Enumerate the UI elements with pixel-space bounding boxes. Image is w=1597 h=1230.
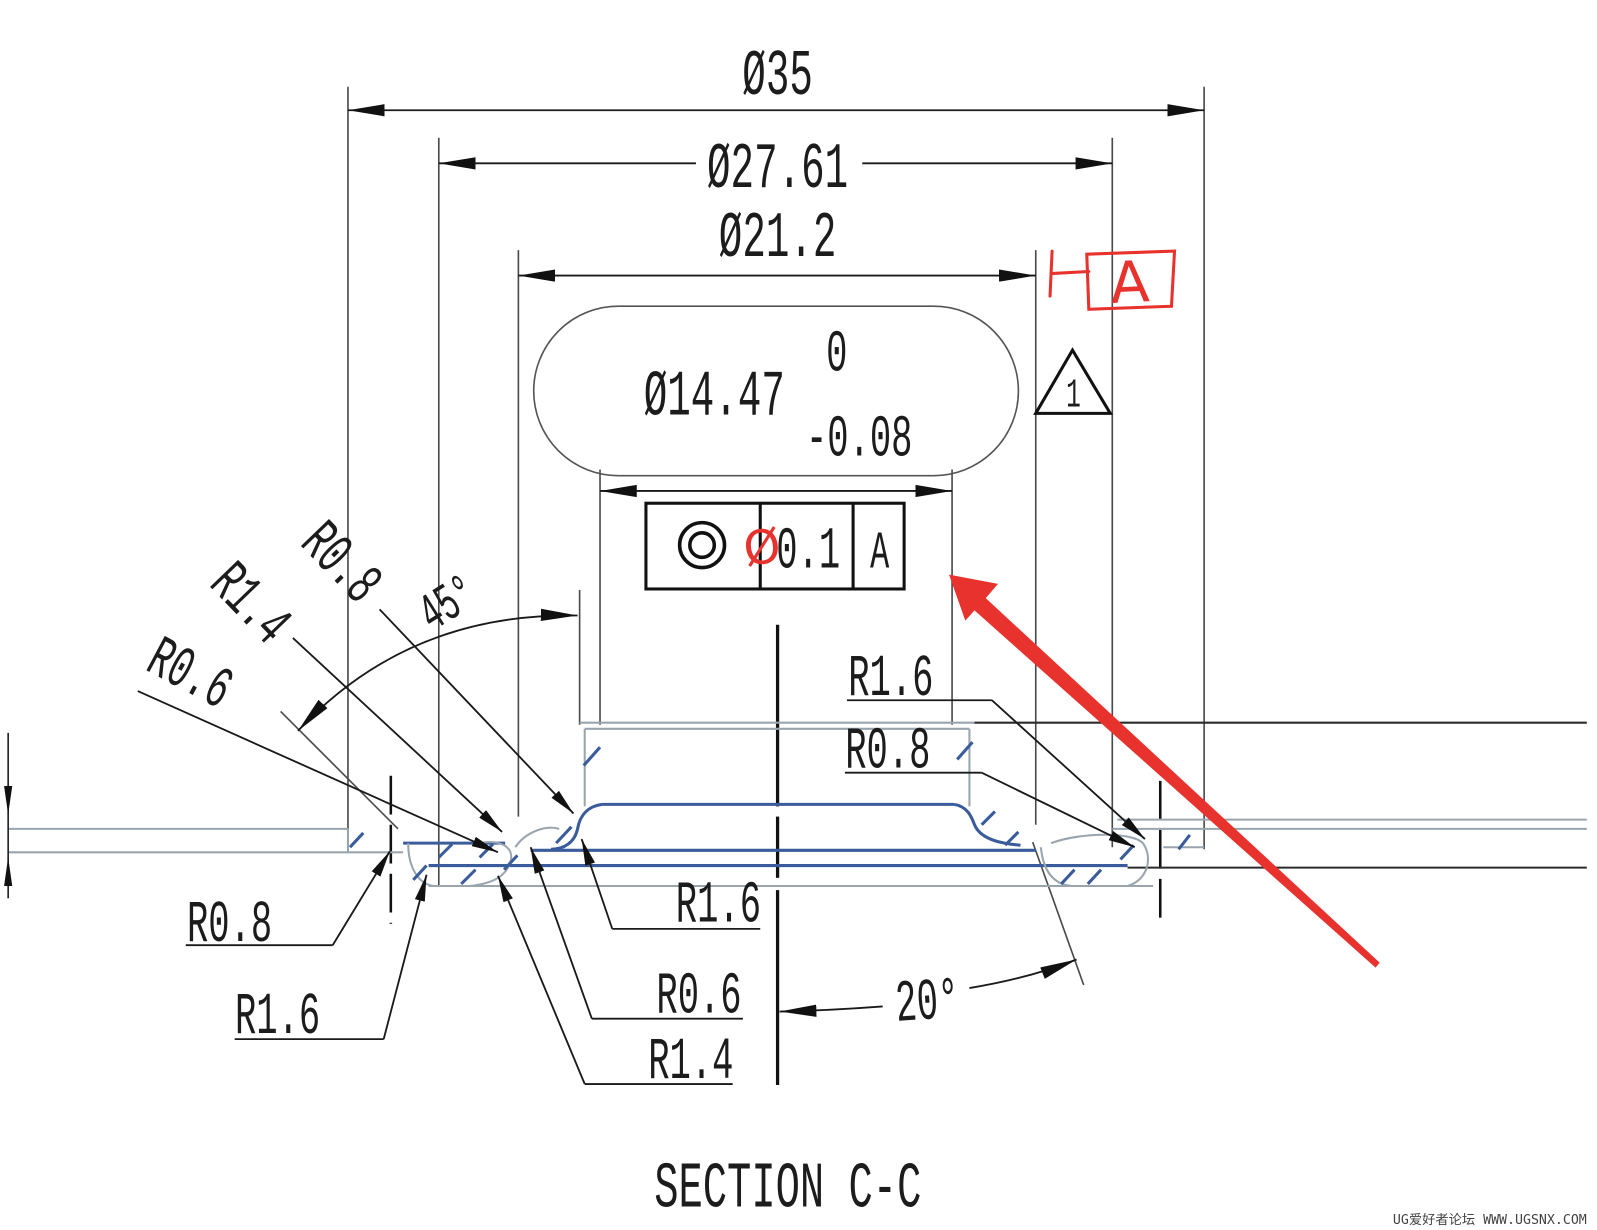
radius-label: R0.8 xyxy=(286,509,394,618)
section-label: SECTION C-C xyxy=(654,1154,921,1227)
radius-leaders xyxy=(137,608,1146,1085)
revision-number: 1 xyxy=(1066,374,1081,420)
concentricity-icon xyxy=(677,520,727,570)
dimension-lines xyxy=(297,104,1205,1017)
radius-label: R0.6 xyxy=(135,625,242,725)
inner-diameter-label: Ø14.47 xyxy=(644,361,785,435)
lower-tolerance: -0.08 xyxy=(806,406,913,474)
upper-tolerance: 0 xyxy=(826,321,847,389)
datum-markup: A xyxy=(1048,249,1177,317)
feature-control-frame: 0.1 A xyxy=(644,501,906,591)
radius-label: R0.8 xyxy=(845,718,930,786)
radius-label: R0.8 xyxy=(187,891,272,959)
fcf-datum: A xyxy=(870,525,890,584)
bead-centerlines xyxy=(389,775,1162,924)
red-arrow-icon xyxy=(949,574,1380,968)
watermark: UG爱好者论坛 WWW.UGSNX.COM xyxy=(1393,1212,1587,1228)
wall-angle-label: 45° xyxy=(409,565,489,646)
radius-label: R0.6 xyxy=(656,963,741,1031)
edge-dimension xyxy=(4,732,13,899)
revision-triangle: 1 xyxy=(1033,347,1113,420)
radius-label: R1.6 xyxy=(848,645,933,713)
datum-label: A xyxy=(1108,249,1150,317)
radius-label: R1.6 xyxy=(676,872,761,940)
outer-diameter-label: Ø35 xyxy=(742,41,813,115)
diameter-mark: Ø xyxy=(740,518,784,578)
bead-diameter-label: Ø27.61 xyxy=(707,133,848,207)
fcf-tolerance: 0.1 xyxy=(776,518,840,586)
part-profile xyxy=(8,721,1587,888)
radius-label: R1.4 xyxy=(195,550,303,659)
radius-label: R1.6 xyxy=(235,983,320,1051)
tolerance-balloon xyxy=(532,305,1020,477)
bead-angle-label: 20° xyxy=(893,967,961,1039)
radius-label: R1.4 xyxy=(648,1028,733,1096)
step-diameter-label: Ø21.2 xyxy=(719,203,837,277)
